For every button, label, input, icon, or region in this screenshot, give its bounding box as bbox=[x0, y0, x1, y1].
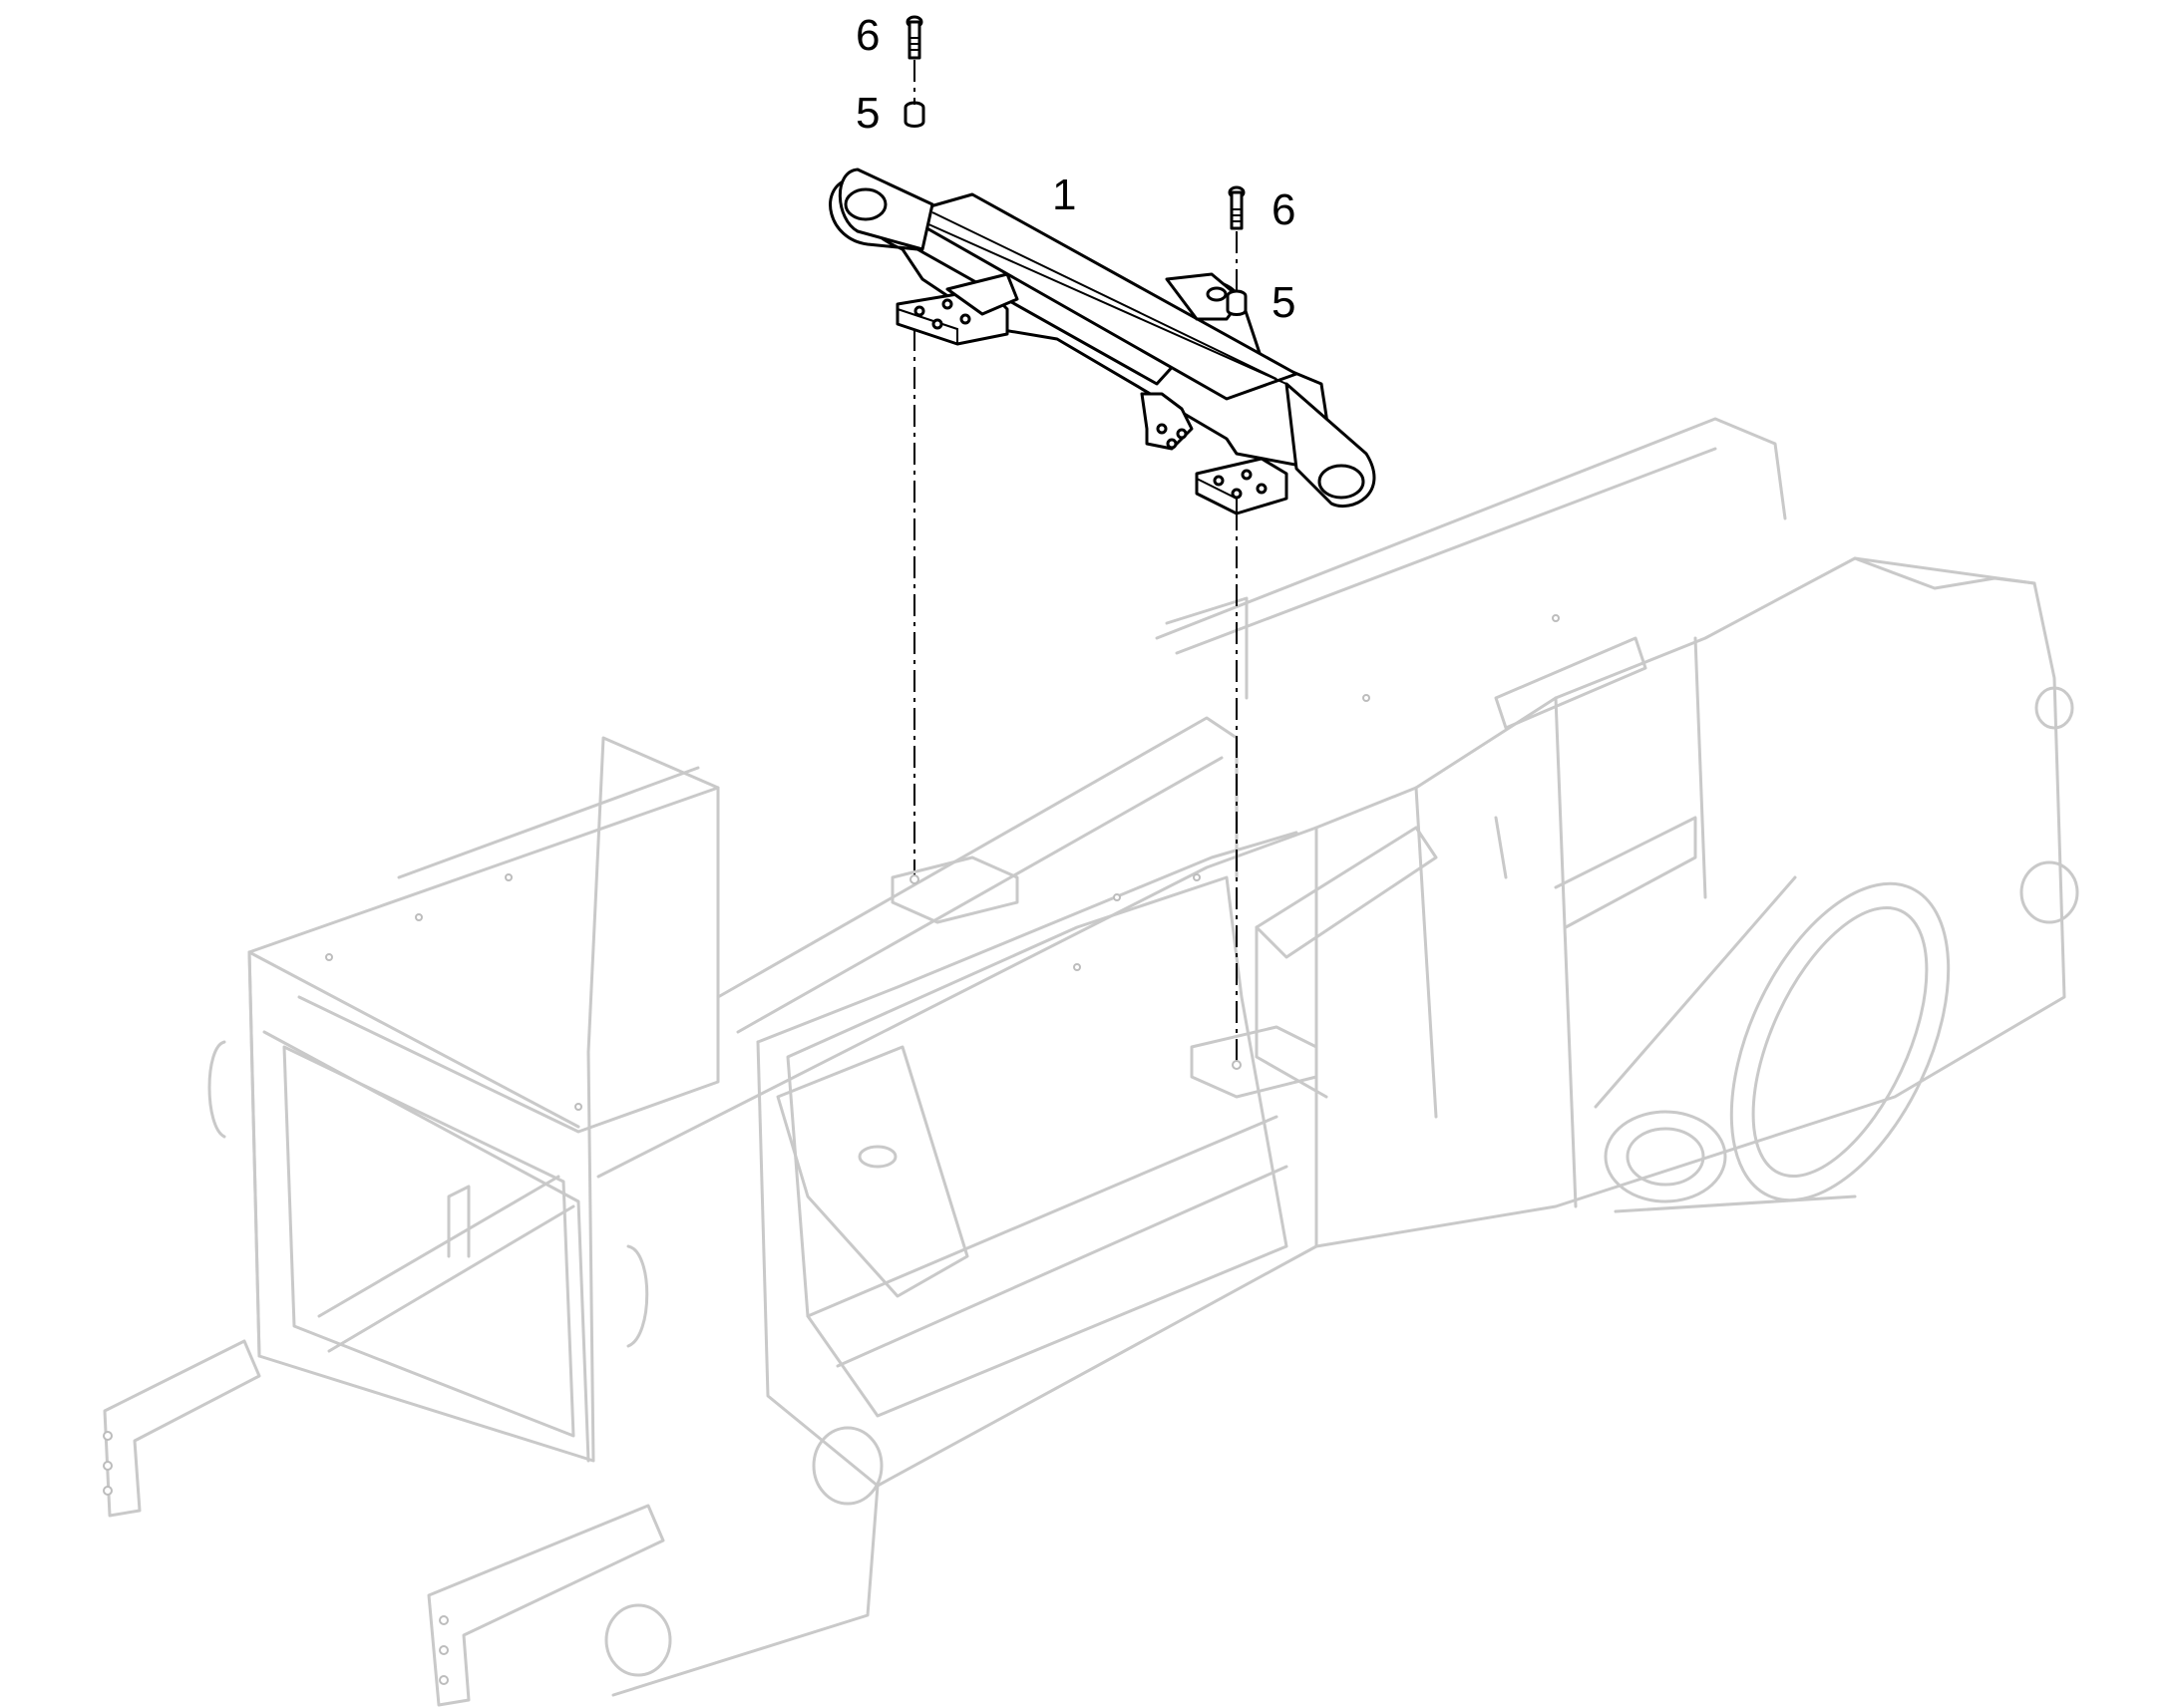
callout-1: 1 bbox=[1052, 171, 1076, 219]
chassis-frame bbox=[103, 417, 2079, 1707]
screw-right bbox=[1228, 185, 1246, 230]
callout-6-right: 6 bbox=[1272, 185, 1295, 234]
callout-6-left: 6 bbox=[856, 11, 880, 60]
frame-mount-right bbox=[1190, 1025, 1318, 1099]
callout-5-left: 5 bbox=[856, 89, 880, 138]
callout-5-right: 5 bbox=[1272, 278, 1295, 327]
bushing-left bbox=[904, 101, 925, 128]
screw-left bbox=[906, 15, 923, 60]
bushing-right bbox=[1226, 289, 1248, 316]
frame-mount-left bbox=[891, 855, 1019, 924]
assembly-leader-lines bbox=[913, 60, 1238, 1062]
lifting-beam-part-1 bbox=[829, 168, 1376, 515]
